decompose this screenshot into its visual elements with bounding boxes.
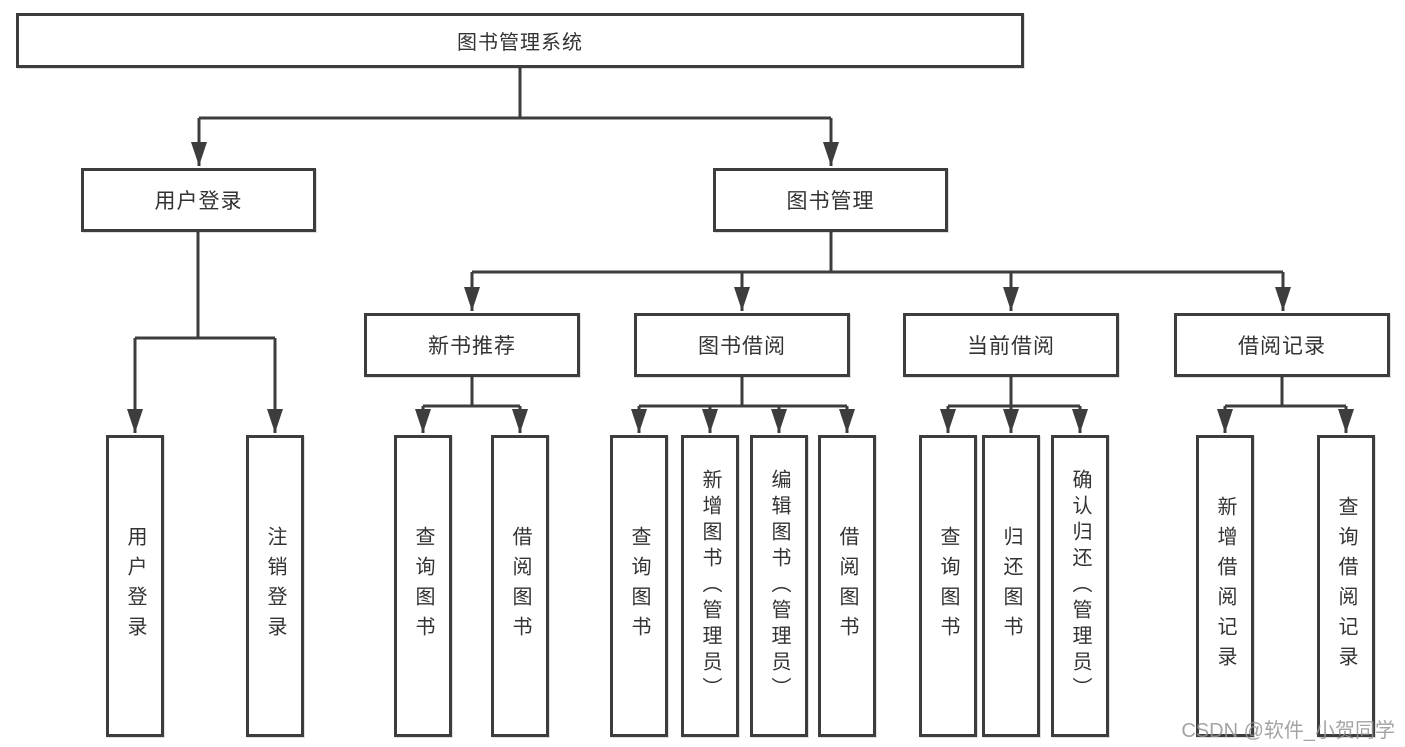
connector-user-login-stem <box>135 232 275 340</box>
root-node: 图书管理系统 <box>16 13 1024 68</box>
node-user-login: 用户登录 <box>81 168 316 232</box>
leaf-label: 查询图书 <box>937 526 959 646</box>
node-book-borrow: 图书借阅 <box>634 313 850 377</box>
leaf-query-books-3: 查询图书 <box>919 435 977 737</box>
leaf-borrow-books-2: 借阅图书 <box>818 435 876 737</box>
leaf-query-books-1: 查询图书 <box>394 435 452 737</box>
node-book-management: 图书管理 <box>713 168 948 232</box>
leaf-label: 用户登录 <box>124 526 146 646</box>
node-label: 图书管理 <box>786 190 875 213</box>
leaf-borrow-books-1: 借阅图书 <box>491 435 549 737</box>
leaf-label: 新增借阅记录 <box>1214 496 1236 676</box>
leaf-label: 归还图书 <box>1000 526 1022 646</box>
connector-new-book-recommend-stem <box>423 377 520 408</box>
leaf-label: 新增图书（管理员） <box>699 469 721 703</box>
leaf-label: 查询借阅记录 <box>1335 496 1357 676</box>
leaf-label: 注销登录 <box>264 526 286 646</box>
root-node-label: 图书管理系统 <box>457 32 583 54</box>
leaf-label: 编辑图书（管理员） <box>768 469 790 703</box>
connector-borrow-records-stem <box>1225 377 1346 408</box>
leaf-label: 查询图书 <box>628 526 650 646</box>
leaf-query-borrow-record: 查询借阅记录 <box>1317 435 1375 737</box>
node-new-book-recommend: 新书推荐 <box>364 313 580 377</box>
leaf-label: 查询图书 <box>412 526 434 646</box>
leaf-label: 确认归还（管理员） <box>1069 469 1091 703</box>
leaf-confirm-return-admin: 确认归还（管理员） <box>1051 435 1109 737</box>
connector-root-stem <box>199 68 831 120</box>
node-current-borrow: 当前借阅 <box>903 313 1119 377</box>
node-label: 用户登录 <box>154 190 243 213</box>
node-borrow-records: 借阅记录 <box>1174 313 1390 377</box>
node-label: 当前借阅 <box>967 335 1055 358</box>
leaf-edit-book-admin: 编辑图书（管理员） <box>750 435 808 737</box>
leaf-add-borrow-record: 新增借阅记录 <box>1196 435 1254 737</box>
node-label: 借阅记录 <box>1238 335 1326 358</box>
leaf-logout: 注销登录 <box>246 435 304 737</box>
leaf-label: 借阅图书 <box>509 526 531 646</box>
connector-current-borrow-stem <box>948 377 1080 408</box>
node-label: 新书推荐 <box>428 335 516 358</box>
leaf-add-book-admin: 新增图书（管理员） <box>681 435 739 737</box>
leaf-query-books-2: 查询图书 <box>610 435 668 737</box>
leaf-return-book: 归还图书 <box>982 435 1040 737</box>
node-label: 图书借阅 <box>698 335 786 358</box>
connector-book-borrow-stem <box>639 377 847 408</box>
watermark-text: CSDN @软件_小贺同学 <box>1181 720 1395 742</box>
connector-book-management-stem <box>472 232 1283 274</box>
leaf-label: 借阅图书 <box>836 526 858 646</box>
leaf-user-login: 用户登录 <box>106 435 164 737</box>
